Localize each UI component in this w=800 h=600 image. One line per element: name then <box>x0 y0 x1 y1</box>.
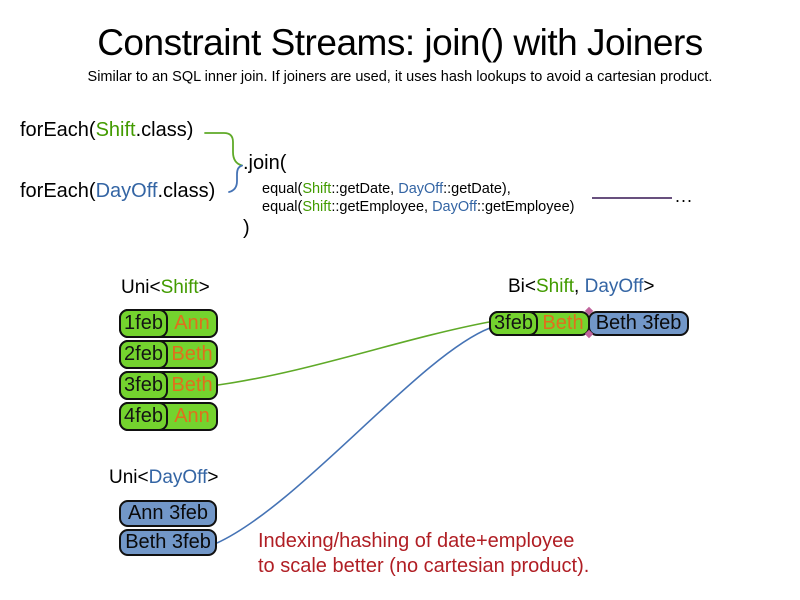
shift-date-cell: 4feb <box>119 402 168 431</box>
code-text: ::getDate, <box>331 181 399 197</box>
page-subtitle: Similar to an SQL inner join. If joiners… <box>87 69 713 85</box>
dayoff-class-token: DayOff <box>432 199 477 215</box>
dayoff-class-token: DayOff <box>148 467 208 488</box>
shift-employee-cell: Beth <box>542 312 584 334</box>
brace-blue-segment <box>228 164 243 193</box>
label-text: Uni< <box>109 467 149 488</box>
uni-dayoff-label: Uni<DayOff> <box>109 467 219 489</box>
page-title: Constraint Streams: join() with Joiners <box>97 22 703 63</box>
shift-row: 3feb Beth <box>119 371 218 400</box>
shift-date-cell: 1feb <box>119 309 168 338</box>
label-text: > <box>643 276 655 297</box>
shift-date-cell: 3feb <box>119 371 168 400</box>
shift-class-token: Shift <box>160 277 199 298</box>
shift-employee-cell: Beth <box>171 343 213 365</box>
shift-employee-cell: Ann <box>174 405 210 427</box>
code-text: ::getDate), <box>443 181 511 197</box>
brace-green-segment <box>204 132 243 167</box>
bi-row-shift-part: 3feb Beth <box>489 311 590 336</box>
code-join-close: ) <box>243 217 250 239</box>
join-curve-green <box>217 321 490 386</box>
shift-employee-cell: Beth <box>171 374 213 396</box>
code-text: forEach( <box>20 180 96 202</box>
shift-row: 2feb Beth <box>119 340 218 369</box>
shift-class-token: Shift <box>302 181 332 197</box>
uni-dayoff-table: Ann 3feb Beth 3feb <box>119 500 217 556</box>
code-text: .class) <box>157 180 216 202</box>
code-text: equal( <box>262 199 303 215</box>
dayoff-row: Ann 3feb <box>119 500 217 527</box>
label-text: Uni< <box>121 277 161 298</box>
shift-employee-cell: Ann <box>174 312 210 334</box>
label-text: Bi< <box>508 276 536 297</box>
code-text: equal( <box>262 181 303 197</box>
bi-row-dayoff-part: Beth 3feb <box>588 311 689 336</box>
joiner-rule-line <box>592 197 672 199</box>
shift-class-token: Shift <box>302 199 332 215</box>
dayoff-row: Beth 3feb <box>119 529 217 556</box>
uni-shift-table: 1feb Ann 2feb Beth 3feb Beth 4feb Ann <box>119 309 218 431</box>
label-text: > <box>207 467 219 488</box>
indexing-note-line2: to scale better (no cartesian product). <box>258 555 590 577</box>
label-text: > <box>198 277 210 298</box>
code-foreach-shift: forEach(Shift.class) <box>20 119 193 142</box>
code-text: ::getEmployee, <box>331 199 433 215</box>
code-text: .class) <box>135 119 194 141</box>
shift-row: 1feb Ann <box>119 309 218 338</box>
ellipsis-text: ... <box>675 186 694 206</box>
uni-shift-label: Uni<Shift> <box>121 277 210 299</box>
code-text: forEach( <box>20 119 96 141</box>
label-text: , <box>574 276 585 297</box>
code-join-open: .join( <box>243 152 287 174</box>
dayoff-class-token: DayOff <box>398 181 444 197</box>
shift-class-token: Shift <box>536 276 575 297</box>
shift-date-cell: 3feb <box>489 311 538 336</box>
dayoff-class-token: DayOff <box>95 180 158 202</box>
indexing-note-line1: Indexing/hashing of date+employee <box>258 530 575 552</box>
code-foreach-dayoff: forEach(DayOff.class) <box>20 180 215 203</box>
shift-row: 4feb Ann <box>119 402 218 431</box>
code-joiner-equal-date: equal(Shift::getDate, DayOff::getDate), <box>262 181 511 197</box>
join-curve-blue <box>216 327 491 544</box>
code-joiner-equal-employee: equal(Shift::getEmployee, DayOff::getEmp… <box>262 199 574 215</box>
code-text: ::getEmployee) <box>476 199 575 215</box>
indexing-note: Indexing/hashing of date+employee to sca… <box>258 529 589 579</box>
shift-date-cell: 2feb <box>119 340 168 369</box>
dayoff-class-token: DayOff <box>584 276 644 297</box>
bi-label: Bi<Shift, DayOff> <box>508 276 654 298</box>
shift-class-token: Shift <box>95 119 136 141</box>
